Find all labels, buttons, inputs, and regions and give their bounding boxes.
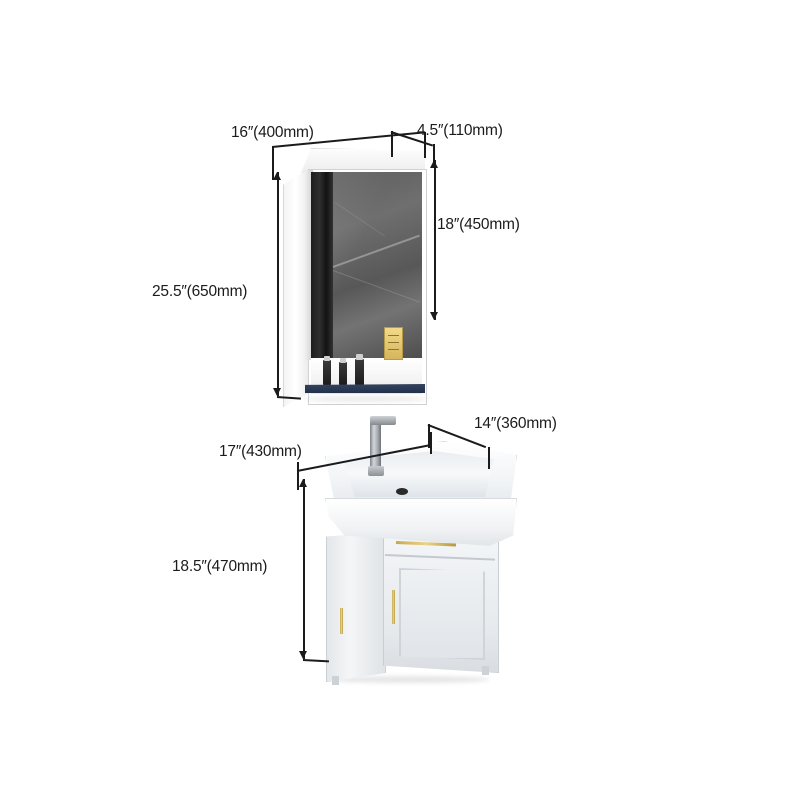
shelf-bottle-1-cap (324, 356, 330, 361)
dim-tick-mirror-depth-right (433, 144, 435, 164)
dim-arrow-mirror-glass-top (430, 160, 438, 168)
dim-label-mirror-depth: 4.5″(110mm) (417, 122, 503, 139)
vanity-floor-shadow (330, 676, 490, 683)
vanity-foot-left (332, 676, 339, 685)
shelf-bottle-2-cap (340, 358, 346, 363)
dim-tick-vanity-depth-right (488, 447, 490, 469)
dim-tick-mirror-width-left (272, 146, 274, 180)
dim-arrow-mirror-glass-bottom (430, 312, 438, 320)
mirror-cabinet-illustration (283, 148, 433, 407)
vanity-side-gold-trim (340, 608, 343, 634)
dim-label-mirror-glass-height: 18″(450mm) (437, 216, 520, 233)
faucet-spout (370, 416, 396, 425)
dim-line-vanity-height (303, 479, 305, 659)
dim-line-mirror-total-height (277, 172, 279, 396)
sink-drain (396, 488, 408, 495)
vanity-illustration (300, 408, 530, 688)
mirror-cabinet-base-shadow (303, 396, 427, 402)
dim-label-vanity-height: 18.5″(470mm) (172, 558, 268, 575)
mirror-dark-reflection-strip (311, 172, 333, 358)
faucet-base (368, 466, 384, 476)
vanity-foot-right (482, 666, 489, 675)
shelf-bottle-3 (355, 359, 364, 385)
mirror-cabinet-top-panel (301, 148, 425, 173)
shelf-item-box (384, 327, 403, 360)
dim-tick-mirror-width-right (424, 132, 426, 158)
dim-tick-vanity-width-left (297, 462, 299, 490)
vanity-door-gold-handle (392, 590, 395, 624)
faucet-body (370, 420, 381, 470)
shelf-bottle-1 (323, 360, 331, 385)
mirror-cabinet-left-edge (305, 170, 313, 360)
dim-arrow-vanity-height-top (299, 479, 307, 487)
dim-tick-vanity-depth-left (428, 424, 430, 448)
dim-tick-vanity-width-right (430, 432, 432, 454)
vanity-cabinet-side (326, 532, 386, 682)
dim-label-vanity-depth: 14″(360mm) (474, 415, 557, 432)
shelf-bottle-3-cap (356, 354, 363, 360)
dim-arrow-mirror-total-top (273, 172, 281, 180)
dim-label-vanity-width: 17″(430mm) (219, 443, 302, 460)
shelf-bottle-2 (339, 362, 347, 385)
dim-label-mirror-total-height: 25.5″(650mm) (152, 283, 248, 300)
dim-arrow-mirror-total-bottom (273, 388, 281, 396)
dim-line-mirror-glass-height (434, 160, 436, 320)
dim-arrow-vanity-height-bottom (299, 651, 307, 659)
dim-tick-mirror-depth-left (391, 131, 393, 157)
vanity-door-panel (399, 568, 485, 660)
dim-label-mirror-width: 16″(400mm) (231, 124, 314, 141)
mirror-cabinet-shelf (305, 384, 425, 393)
